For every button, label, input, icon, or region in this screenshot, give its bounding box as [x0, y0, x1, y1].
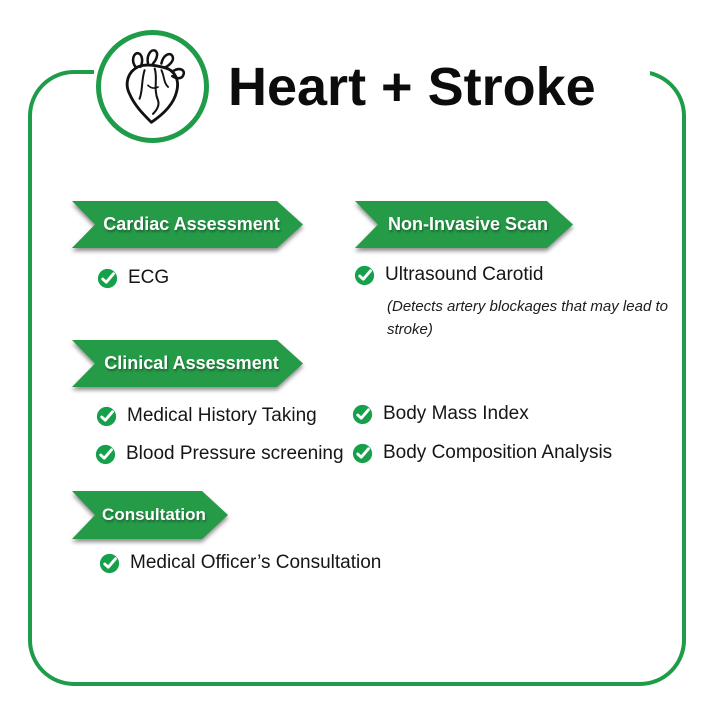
section-banner-non-invasive-scan: Non-Invasive Scan — [355, 201, 573, 248]
check-icon — [352, 404, 373, 425]
list-item-label: Body Composition Analysis — [383, 442, 613, 463]
anatomical-heart-icon — [125, 48, 185, 124]
list-item-ecg: ECG — [97, 267, 169, 289]
page-title: Heart + Stroke — [228, 57, 596, 117]
list-item-label: ECG — [128, 267, 170, 288]
list-item-body-mass-index: Body Mass Index — [352, 403, 529, 425]
section-banner-clinical-assessment: Clinical Assessment — [72, 340, 303, 387]
list-item-label: Body Mass Index — [383, 403, 529, 424]
banner-arrow-ribbon: Non-Invasive Scan — [355, 201, 573, 248]
header-border-mask — [94, 60, 650, 82]
check-icon — [95, 444, 116, 465]
list-item-ultrasound-carotid: Ultrasound Carotid — [354, 264, 543, 286]
list-item-label: Blood Pressure screening — [126, 443, 344, 464]
list-item-medical-history-taking: Medical History Taking — [96, 405, 317, 427]
list-item-blood-pressure-screening: Blood Pressure screening — [95, 443, 344, 465]
banner-arrow-ribbon: Cardiac Assessment — [72, 201, 303, 248]
ultrasound-note: (Detects artery blockages that may lead … — [387, 298, 668, 338]
list-item-label: Medical History Taking — [127, 405, 317, 426]
list-item-body-composition-analysis: Body Composition Analysis — [352, 442, 612, 464]
check-icon — [97, 268, 118, 289]
check-icon — [99, 553, 120, 574]
banner-arrow-ribbon: Consultation — [72, 491, 228, 539]
section-banner-consultation: Consultation — [72, 491, 228, 539]
check-icon — [352, 443, 373, 464]
list-item-label: Ultrasound Carotid — [385, 264, 544, 285]
heart-logo-badge — [96, 30, 209, 143]
banner-arrow-ribbon: Clinical Assessment — [72, 340, 303, 387]
list-item-label: Medical Officer’s Consultation — [130, 552, 382, 573]
section-banner-cardiac-assessment: Cardiac Assessment — [72, 201, 303, 248]
check-icon — [96, 406, 117, 427]
check-icon — [354, 265, 375, 286]
list-item-medical-officers-consultation: Medical Officer’s Consultation — [99, 552, 381, 574]
